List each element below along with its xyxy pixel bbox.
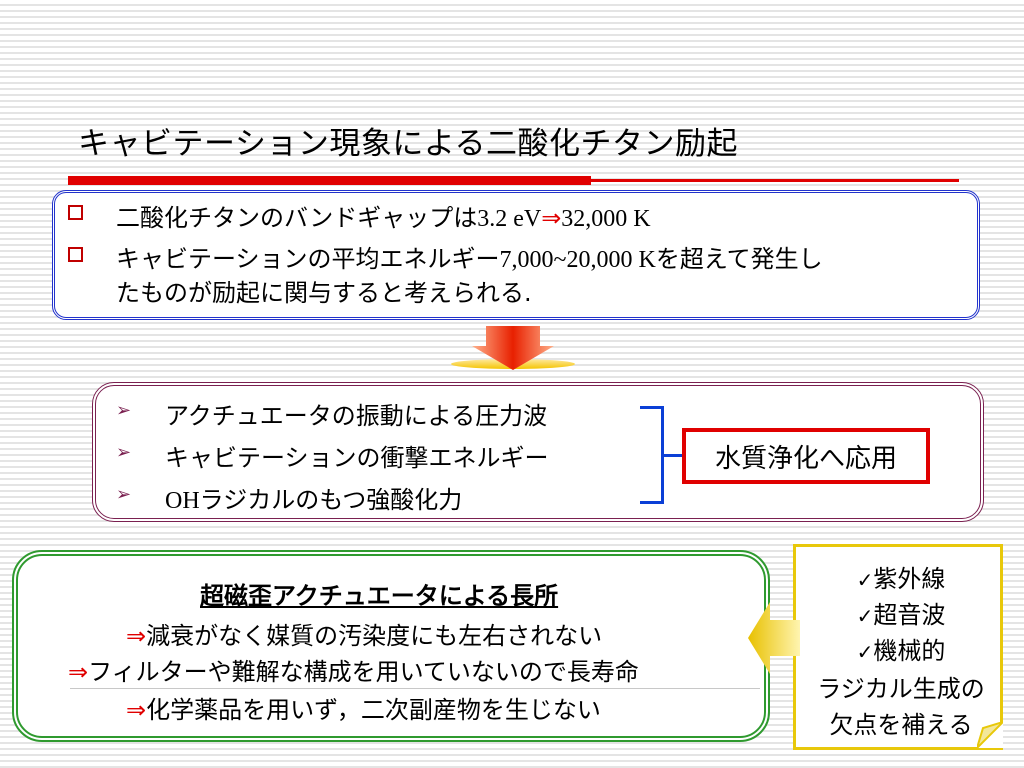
advantage-1-text: 減衰がなく媒質の汚染度にも左右されない [146,622,603,650]
grouping-bracket [640,406,664,504]
down-arrow-icon [451,326,575,370]
note-item-mechanical: ✓機械的 [796,631,1000,666]
check-icon: ✓ [856,640,874,664]
implies-arrow-icon: ⇒ [126,696,147,724]
cavitation-energy-tail: を超えて発生し [655,245,823,273]
left-arrow-icon [748,602,800,674]
band-gap-line: 二酸化チタンのバンドギャップは3.2 eV⇒32,000 K [116,198,651,233]
title-underline-bar [68,176,591,185]
excitation-conclusion-line: たものが励起に関与すると考えられる. [116,279,532,307]
comparison-note: ✓紫外線 ✓超音波 ✓機械的 ラジカル生成の 欠点を補える [793,544,1003,750]
square-bullet-icon [68,247,83,262]
oh-prefix: OH [165,488,200,514]
bracket-connector [664,454,684,457]
square-bullet-icon [68,205,83,220]
divider [70,688,760,689]
check-icon: ✓ [856,568,874,592]
cavitation-energy-line: キャビテーションの平均エネルギー7,000~20,000 Kを超えて発生し [116,239,823,274]
mechanism-item-impact: キャビテーションの衝撃エネルギー [165,444,549,472]
band-gap-text: 二酸化チタンのバンドギャップは [116,204,478,232]
advantage-3-text: 化学薬品を用いず，二次副産物を生じない [146,696,601,724]
triangle-bullet-icon: ➢ [116,484,132,505]
note-item-text: 紫外線 [873,565,946,593]
band-gap-ev: 3.2 eV [477,206,542,232]
triangle-bullet-icon: ➢ [116,400,132,421]
cavitation-energy-text: キャビテーションの平均エネルギー [116,245,500,273]
implies-arrow-icon: ⇒ [126,622,147,650]
note-item-uv: ✓紫外線 [796,559,1000,594]
advantage-2-text: フィルターや難解な構成を用いていないので長寿命 [88,658,639,686]
advantage-1: ⇒減衰がなく媒質の汚染度にも左右されない [126,616,602,651]
triangle-bullet-icon: ➢ [116,442,132,463]
advantage-2: ⇒フィルターや難解な構成を用いていないので長寿命 [68,652,639,687]
band-gap-temperature: 32,000 K [561,206,651,232]
mechanism-item-pressure: アクチュエータの振動による圧力波 [165,402,548,430]
band-gap-box [52,190,980,320]
note-tail-line2: 欠点を補える [829,711,973,739]
advantages-box [12,550,770,742]
note-item-ultrasound: ✓超音波 [796,595,1000,630]
implies-arrow-icon: ⇒ [68,658,89,686]
advantage-3: ⇒化学薬品を用いず，二次副産物を生じない [126,690,601,725]
check-icon: ✓ [856,604,874,628]
oxidation-text: ラジカルのもつ強酸化力 [199,486,463,514]
cavitation-energy-range: 7,000~20,000 K [499,247,656,273]
implies-arrow-icon: ⇒ [541,204,562,232]
slide-title: キャビテーション現象による二酸化チタン励起 [78,126,738,162]
advantages-heading: 超磁歪アクチュエータによる長所 [200,582,559,610]
water-purification-label: 水質浄化へ応用 [682,428,930,484]
title-underline-rule [591,179,959,182]
note-item-text: 超音波 [873,601,946,629]
mechanism-item-oxidation: OHラジカルのもつ強酸化力 [165,480,462,515]
folded-corner-icon [977,722,1003,748]
note-tail-line1: ラジカル生成の [817,675,985,703]
note-item-text: 機械的 [873,637,946,665]
